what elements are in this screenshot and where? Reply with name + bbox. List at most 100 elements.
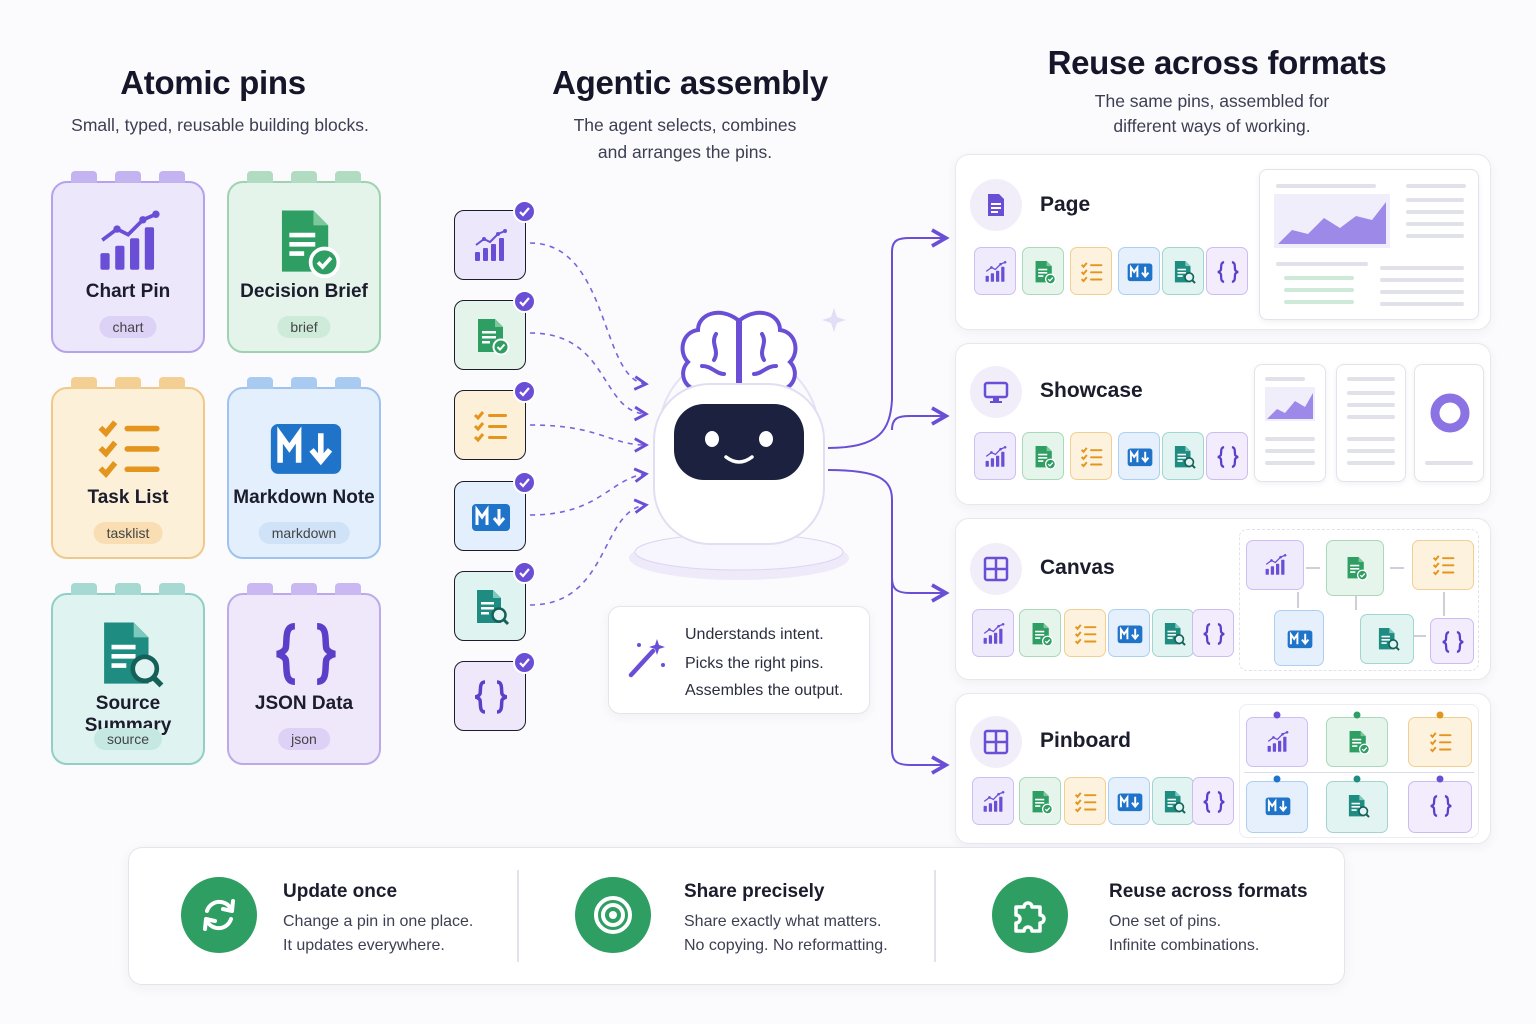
benefit-line: No copying. No reformatting. [684, 937, 888, 954]
selected-source-pin[interactable] [454, 561, 536, 641]
chart-pin-card[interactable]: Chart Pin chart [51, 171, 205, 353]
monitor-icon [970, 366, 1022, 418]
check-icon [513, 290, 536, 313]
pin-name: Decision Brief [240, 281, 368, 302]
tile-tasklist [1070, 247, 1112, 295]
pin-tag: json [278, 728, 330, 750]
agentic-assembly-subtitle-2: and arranges the pins. [597, 142, 773, 162]
puzzle-icon [992, 877, 1068, 953]
check-icon [513, 561, 536, 584]
pin-tag: source [93, 728, 163, 750]
refresh-icon [181, 877, 257, 953]
tile-chart [974, 247, 1016, 295]
markdown-icon [471, 497, 511, 537]
selected-json-pin[interactable] [454, 651, 536, 731]
selected-brief-pin[interactable] [454, 290, 536, 370]
tile-brief [1022, 247, 1064, 295]
format-card-showcase[interactable]: Showcase [955, 343, 1491, 505]
benefit-reuse-formats: Reuse across formats One set of pins. In… [992, 848, 1312, 986]
tile-markdown [1118, 247, 1160, 295]
grid-icon [970, 543, 1022, 595]
tile-source [1162, 432, 1204, 480]
pinboard-node-markdown [1246, 781, 1308, 833]
reuse-formats-subtitle-1: The same pins, assembled for [1094, 91, 1330, 111]
capability-line: Understands intent. [685, 626, 824, 643]
checklist-icon [471, 406, 511, 446]
format-title: Pinboard [1040, 729, 1132, 752]
format-card-pinboard[interactable]: Pinboard [955, 693, 1491, 844]
format-title: Showcase [1040, 379, 1143, 402]
canvas-node-chart [1246, 540, 1304, 590]
target-icon [575, 877, 651, 953]
pin-name: Chart Pin [85, 281, 171, 302]
json-data-card[interactable]: JSON Data json [227, 583, 381, 765]
tile-tasklist [1070, 432, 1112, 480]
markdown-note-card[interactable]: Markdown Note markdown [227, 377, 381, 559]
canvas-board [1239, 529, 1479, 671]
canvas-node-brief [1326, 540, 1384, 596]
decision-brief-card[interactable]: Decision Brief brief [227, 171, 381, 353]
tile-markdown [1108, 777, 1150, 825]
tile-brief [1022, 432, 1064, 480]
pin-tag: brief [277, 316, 331, 338]
benefits-bar: Update once Change a pin in one place. I… [128, 847, 1345, 985]
document-search-icon [471, 587, 511, 627]
benefit-line: Change a pin in one place. [283, 913, 474, 930]
selected-tasklist-pin[interactable] [454, 380, 536, 460]
source-summary-card[interactable]: Source Summary source [51, 583, 205, 765]
atomic-pins-title: Atomic pins [120, 64, 306, 101]
tile-chart [972, 609, 1014, 657]
pin-name: Task List [87, 487, 169, 508]
benefit-line: It updates everywhere. [283, 937, 445, 954]
pinboard-node-json [1408, 781, 1472, 833]
agentic-assembly-title: Agentic assembly [552, 64, 828, 101]
reuse-formats-title: Reuse across formats [1047, 44, 1387, 81]
showcase-slide-text [1336, 364, 1406, 482]
capability-line: Picks the right pins. [685, 655, 824, 672]
selected-markdown-pin[interactable] [454, 471, 536, 551]
format-card-canvas[interactable]: Canvas [955, 518, 1491, 680]
magic-wand-icon [628, 639, 665, 678]
canvas-node-markdown [1274, 610, 1324, 666]
brain-icon [680, 310, 798, 392]
tile-source [1152, 777, 1194, 825]
capability-line: Assembles the output. [685, 682, 844, 699]
tile-source [1162, 247, 1204, 295]
agent-capabilities-card: Understands intent. Picks the right pins… [608, 606, 870, 714]
showcase-slide-donut [1414, 364, 1484, 482]
showcase-slide-chart [1254, 364, 1326, 482]
pin-tag: chart [99, 316, 157, 338]
tile-markdown [1118, 432, 1160, 480]
pin-name: Markdown Note [233, 487, 375, 508]
grid-icon [970, 716, 1022, 768]
format-title: Page [1040, 193, 1091, 216]
atomic-pins-subtitle: Small, typed, reusable building blocks. [71, 115, 369, 135]
benefit-title: Reuse across formats [1109, 881, 1308, 902]
tile-json [1206, 247, 1248, 295]
agentic-assembly-subtitle-1: The agent selects, combines [573, 115, 797, 135]
page-preview [1259, 169, 1479, 320]
canvas-node-source [1360, 614, 1414, 664]
benefit-line: One set of pins. [1109, 913, 1222, 930]
check-icon [513, 380, 536, 403]
check-icon [513, 651, 536, 674]
benefit-share-precisely: Share precisely Share exactly what matte… [575, 848, 935, 986]
tile-json [1192, 777, 1234, 825]
format-card-page[interactable]: Page [955, 154, 1491, 330]
canvas-node-json [1430, 618, 1474, 664]
pinboard-node-brief [1326, 717, 1388, 767]
braces-icon [471, 677, 511, 717]
selected-chart-pin[interactable] [454, 200, 536, 280]
tile-json [1206, 432, 1248, 480]
pin-tag: tasklist [93, 522, 163, 544]
pushpin-icons [1273, 711, 1444, 783]
document-check-icon [471, 316, 511, 356]
tile-tasklist [1064, 609, 1106, 657]
format-title: Canvas [1040, 556, 1115, 579]
tile-chart [974, 432, 1016, 480]
benefit-title: Update once [283, 881, 398, 902]
canvas-node-tasklist [1412, 540, 1474, 590]
task-list-card[interactable]: Task List tasklist [51, 377, 205, 559]
pinboard-board [1239, 704, 1479, 838]
